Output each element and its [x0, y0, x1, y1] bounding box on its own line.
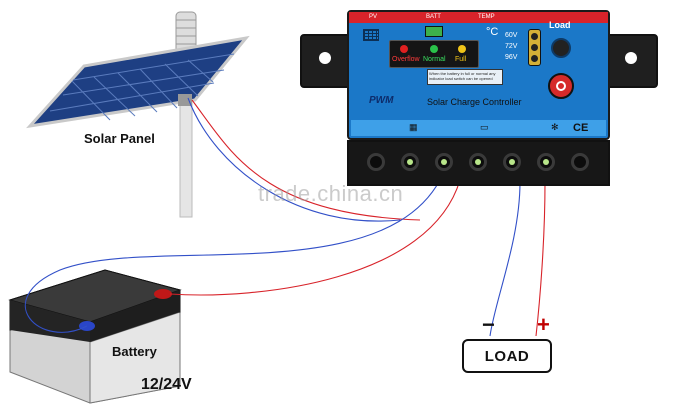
temp-label: TEMP	[478, 14, 495, 20]
battery-status-icon	[425, 26, 443, 37]
full-led	[458, 45, 466, 53]
full-label: Full	[455, 56, 467, 63]
thermometer-icon: °C	[486, 26, 499, 38]
controller-name: Solar Charge Controller	[427, 97, 522, 107]
status-band	[349, 12, 608, 23]
power-button-icon[interactable]	[548, 73, 574, 99]
load-box: LOAD	[462, 339, 552, 373]
overflow-led	[400, 45, 408, 53]
voltage-option-72: 72V	[505, 43, 518, 50]
mount-tab-right	[606, 34, 658, 88]
terminal-3	[435, 153, 453, 171]
voltage-option-60: 60V	[505, 32, 518, 39]
pv-label: PV	[369, 14, 378, 20]
voltage-selector[interactable]	[528, 29, 541, 66]
overflow-label: Overflow	[392, 56, 420, 63]
battery-icon	[8, 269, 182, 404]
terminal-6	[537, 153, 555, 171]
watermark: trade.china.cn	[258, 181, 404, 206]
terminal-2	[401, 153, 419, 171]
voltage-label: 12/24V	[141, 376, 192, 393]
indicator-panel: Overflow Normal Full	[389, 40, 479, 68]
terminal-1	[367, 153, 385, 171]
pv-icon	[363, 29, 379, 41]
controller-face: PV BATT TEMP °C Overflow Normal Full 60V…	[347, 10, 610, 140]
terminal-5	[503, 153, 521, 171]
load-knob[interactable]	[551, 38, 571, 58]
battery-wire-blue	[24, 179, 441, 333]
batt-label: BATT	[426, 14, 441, 20]
solar-panel-icon	[26, 35, 250, 129]
normal-label: Normal	[423, 56, 446, 63]
panel-wire-blue	[187, 97, 401, 222]
battery-label: Battery	[112, 344, 157, 359]
ce-mark-icon: CE	[573, 122, 589, 134]
voltage-option-96: 96V	[505, 54, 518, 61]
terminal-block	[347, 140, 610, 186]
terminal-icon-strip	[351, 120, 606, 136]
panel-mast	[179, 94, 193, 218]
load-title: Load	[549, 20, 571, 30]
mount-tab-left	[300, 34, 352, 88]
pwm-logo: PWM	[369, 95, 394, 106]
panel-wire-red	[191, 99, 421, 221]
load-wire-blue	[489, 181, 521, 337]
wires	[24, 97, 546, 337]
terminal-4	[469, 153, 487, 171]
battery-wire-red	[169, 179, 461, 296]
load-plus-sign: +	[537, 312, 550, 337]
load-wire-red	[535, 181, 546, 337]
terminal-7	[571, 153, 589, 171]
solar-panel-label: Solar Panel	[84, 131, 155, 146]
normal-led	[430, 45, 438, 53]
note-box: When the battery in full or normal any i…	[427, 69, 503, 85]
load-minus-sign: −	[482, 312, 495, 337]
terminal-icons: ▦ ▭ ✻	[409, 122, 589, 132]
solar-charge-controller: PV BATT TEMP °C Overflow Normal Full 60V…	[300, 10, 658, 195]
